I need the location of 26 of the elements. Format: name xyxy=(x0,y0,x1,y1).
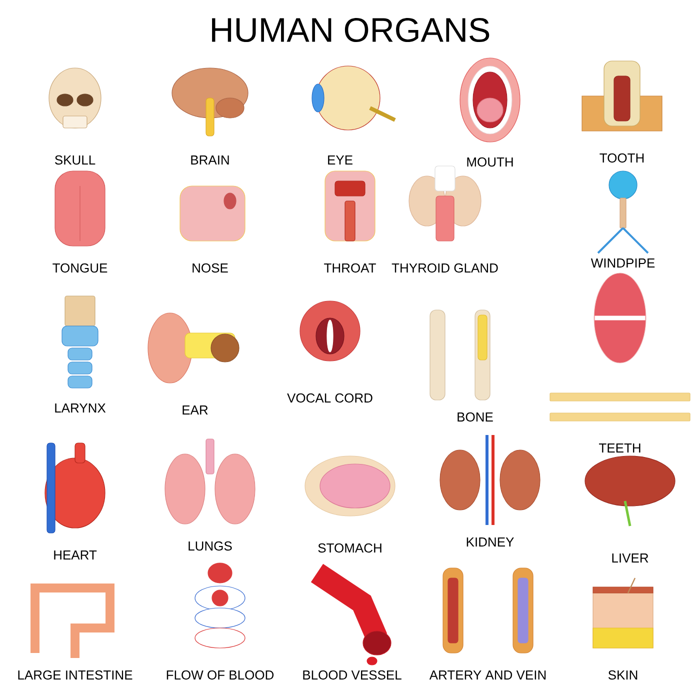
panel-caption: LARYNX xyxy=(55,404,106,412)
panel-caption: BLOOD VESSEL xyxy=(303,670,402,680)
panel-caption: TEETH xyxy=(599,444,640,452)
panel-caption: TONGUE xyxy=(52,263,108,273)
panel-caption: VOCAL CORD xyxy=(287,393,372,403)
title: HUMAN ORGANS xyxy=(212,18,490,42)
panel-caption: SKIN xyxy=(608,670,638,680)
panel-caption: EYE xyxy=(328,156,352,164)
panel-caption: LIVER xyxy=(612,554,648,562)
panel-caption: STOMACH xyxy=(318,543,382,553)
panel-caption: FLOW OF BLOOD xyxy=(166,670,274,680)
panel-caption: TOOTH xyxy=(600,153,644,163)
panel-caption: THYROID GLAND xyxy=(392,263,498,273)
panel-caption: LUNGS xyxy=(188,541,232,551)
panel-caption: EAR xyxy=(182,406,208,414)
panel-caption: ARTERY AND VEIN xyxy=(429,670,546,680)
panel-caption: MOUTH xyxy=(467,157,513,167)
panel-caption: THROAT xyxy=(324,263,376,273)
panel-caption: BONE xyxy=(458,412,493,422)
panel-caption: HEART xyxy=(54,550,97,560)
panel-caption: KIDNEY xyxy=(466,538,514,546)
panel-caption: SKULL xyxy=(55,155,96,165)
panel-caption: WINDPIPE xyxy=(590,258,655,268)
panel-caption: NOSE xyxy=(192,263,228,273)
panel-caption: LARGE INTESTINE xyxy=(18,670,132,680)
panel-caption: BRAIN xyxy=(191,156,229,164)
